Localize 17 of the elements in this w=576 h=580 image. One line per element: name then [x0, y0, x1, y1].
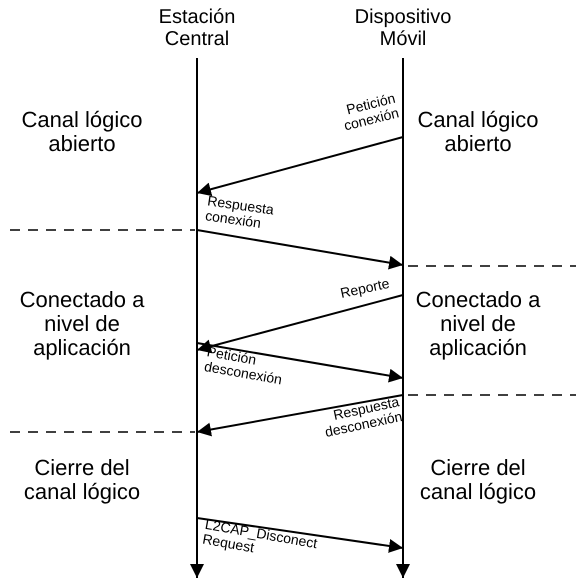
message-arrow	[196, 136, 404, 196]
phase-label: Cierre del canal lógico	[22, 456, 142, 504]
phase-label: Conectado a nivel de aplicación	[18, 288, 146, 360]
message-arrow	[196, 294, 404, 354]
phase-label: Canal lógico abierto	[20, 108, 144, 156]
edge-label: Petición conexión	[341, 90, 400, 136]
phase-label: Cierre del canal lógico	[418, 456, 538, 504]
phase-label: Conectado a nivel de aplicación	[414, 288, 542, 360]
message-arrow	[196, 394, 404, 436]
lifeline-arrow	[396, 558, 410, 578]
message-arrow	[196, 229, 404, 270]
edge-label: Reporte	[338, 276, 391, 303]
message-arrow	[196, 517, 404, 553]
phase-label: Canal lógico abierto	[416, 108, 540, 156]
lifeline-arrow	[190, 558, 204, 578]
edge-label: Respuesta conexión	[204, 193, 276, 233]
message-arrow	[196, 342, 404, 383]
